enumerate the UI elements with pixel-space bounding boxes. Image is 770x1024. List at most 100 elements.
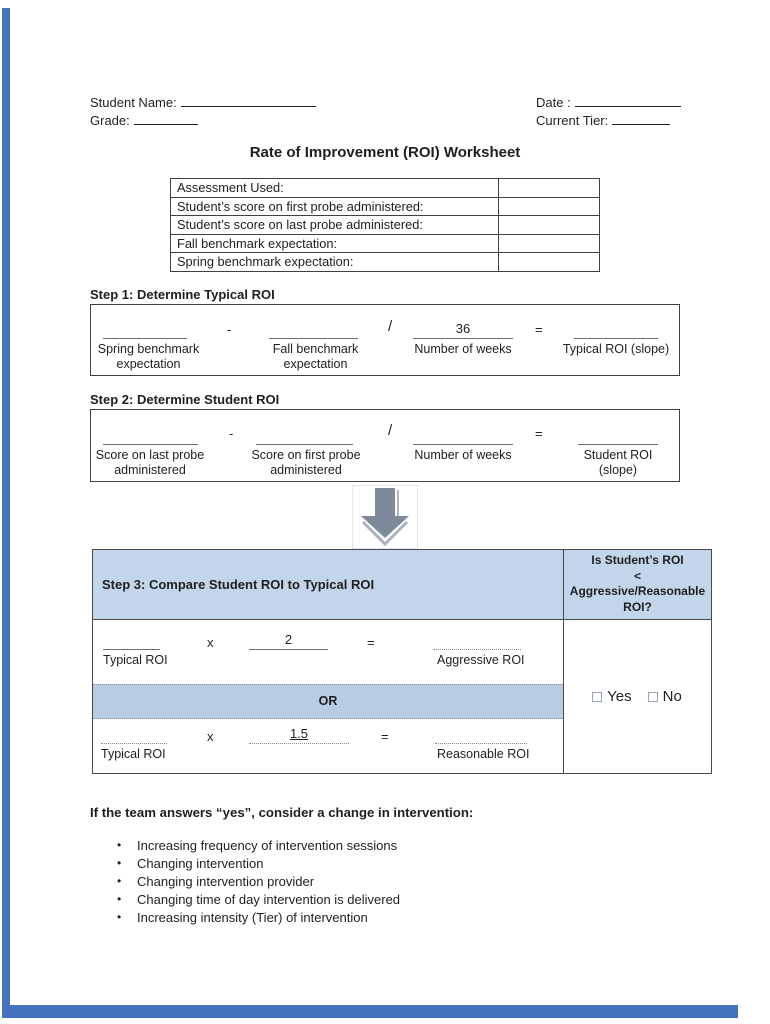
step1-weeks-label: Number of weeks	[414, 342, 512, 356]
row-label: Fall benchmark expectation:	[177, 235, 338, 251]
table-row: Assessment Used:	[171, 179, 599, 198]
aggressive-multiplier-value: 2	[284, 632, 293, 647]
step1-weeks-field[interactable]	[413, 338, 513, 339]
down-arrow-icon	[352, 485, 418, 549]
list-item-text: Changing intervention provider	[137, 873, 315, 889]
step2-result-field[interactable]	[578, 444, 658, 445]
times-operator: x	[207, 729, 214, 744]
table-row: Student’s score on last probe administer…	[171, 216, 599, 235]
bullet-icon: •	[117, 838, 122, 852]
step2-heading: Step 2: Determine Student ROI	[90, 392, 280, 407]
column-divider	[498, 253, 499, 271]
current-tier-row: Current Tier:	[536, 112, 671, 128]
step2-last-probe-field[interactable]	[103, 444, 198, 445]
equals-operator: =	[381, 729, 389, 744]
list-item: •Increasing intensity (Tier) of interven…	[117, 908, 400, 926]
row-label: Student’s score on last probe administer…	[177, 217, 423, 233]
minus-operator: -	[229, 426, 234, 441]
bullet-icon: •	[117, 892, 122, 906]
column-divider	[498, 234, 499, 253]
student-name-label: Student Name:	[90, 95, 177, 110]
no-label: No	[662, 688, 682, 705]
row-value-cell[interactable]	[499, 216, 599, 234]
current-tier-field[interactable]	[612, 112, 671, 125]
table-row: Spring benchmark expectation:	[171, 253, 599, 271]
page-edge-left-bar	[2, 8, 10, 1016]
aggressive-typical-roi-field[interactable]	[103, 649, 160, 650]
step3-question: Is Student’s ROI < Aggressive/Reasonable…	[563, 550, 711, 619]
step3-header-row: Step 3: Compare Student ROI to Typical R…	[93, 550, 711, 620]
step2-first-probe-label: Score on first probe administered	[251, 448, 361, 477]
list-item-text: Changing time of day intervention is del…	[137, 891, 401, 907]
equals-operator: =	[535, 322, 543, 337]
yes-no-cell: Yes No	[563, 620, 711, 773]
reasonable-roi-field[interactable]	[435, 743, 527, 744]
reasonable-right-label: Reasonable ROI	[437, 747, 530, 761]
step1-result-label: Typical ROI (slope)	[562, 342, 670, 356]
date-label: Date :	[536, 95, 571, 110]
row-label: Student’s score on first probe administe…	[177, 198, 424, 214]
no-option[interactable]: No	[647, 688, 682, 705]
step3-body: x 2 = Typical ROI Aggressive ROI OR x 1.…	[93, 620, 711, 773]
divide-operator: /	[388, 318, 393, 335]
date-row: Date :	[536, 94, 681, 110]
row-value-cell[interactable]	[499, 235, 599, 253]
or-divider: OR	[93, 684, 563, 719]
intervention-options-list: • Increasing frequency of intervention se…	[117, 836, 400, 926]
step2-weeks-label: Number of weeks	[414, 448, 512, 462]
step3-heading: Step 3: Compare Student ROI to Typical R…	[102, 577, 375, 592]
times-operator: x	[207, 635, 214, 650]
bullet-icon: •	[117, 874, 122, 888]
row-value-cell[interactable]	[499, 198, 599, 216]
list-item: • Changing time of day intervention is de…	[117, 890, 400, 908]
step1-fall-label: Fall benchmark expectation	[272, 342, 359, 371]
step2-first-probe-field[interactable]	[256, 444, 353, 445]
yes-label: Yes	[607, 688, 632, 705]
list-item-text: Increasing frequency of intervention ses…	[137, 837, 398, 853]
no-checkbox[interactable]	[647, 691, 658, 702]
grade-row: Grade:	[90, 112, 198, 128]
step2-result-label: Student ROI (slope)	[583, 448, 653, 477]
aggressive-roi-field[interactable]	[433, 649, 521, 650]
step1-result-field[interactable]	[574, 338, 658, 339]
row-label: Assessment Used:	[177, 180, 284, 195]
list-item-text: Changing intervention	[137, 855, 264, 871]
step2-weeks-field[interactable]	[413, 444, 513, 445]
bullet-icon: •	[117, 856, 122, 870]
footer-heading: If the team answers “yes”, consider a ch…	[90, 805, 474, 820]
page-title: Rate of Improvement (ROI) Worksheet	[249, 144, 521, 161]
row-value-cell[interactable]	[499, 179, 599, 197]
grade-field[interactable]	[133, 112, 198, 125]
student-name-field[interactable]	[180, 94, 316, 107]
step1-spring-field[interactable]	[103, 338, 187, 339]
step1-spring-label: Spring benchmark expectation	[97, 342, 200, 371]
table-row: Student’s score on first probe administe…	[171, 197, 599, 217]
divide-operator: /	[388, 422, 393, 439]
column-divider	[498, 197, 499, 216]
table-row: Fall benchmark expectation:	[171, 234, 599, 254]
column-divider	[498, 179, 499, 197]
aggressive-left-label: Typical ROI	[103, 653, 168, 667]
step3-table: Step 3: Compare Student ROI to Typical R…	[92, 549, 712, 774]
step1-box: Spring benchmark expectation - Fall benc…	[90, 304, 680, 376]
reasonable-typical-roi-field[interactable]	[101, 743, 167, 744]
step1-heading: Step 1: Determine Typical ROI	[90, 287, 275, 302]
step1-fall-field[interactable]	[269, 338, 358, 339]
yes-checkbox[interactable]	[592, 691, 603, 702]
step2-box: Score on last probe administered - Score…	[90, 409, 680, 482]
aggressive-right-label: Aggressive ROI	[437, 653, 525, 667]
date-field[interactable]	[574, 94, 681, 107]
reasonable-left-label: Typical ROI	[101, 747, 166, 761]
step1-weeks-value: 36	[455, 321, 471, 336]
grade-label: Grade:	[90, 113, 130, 128]
yes-option[interactable]: Yes	[592, 688, 632, 705]
list-item: • Increasing frequency of intervention se…	[117, 836, 400, 854]
column-divider	[563, 620, 564, 773]
assessment-table: Assessment Used: Student’s score on firs…	[170, 178, 600, 272]
equals-operator: =	[535, 426, 543, 441]
minus-operator: -	[227, 322, 232, 337]
column-divider	[498, 216, 499, 234]
row-value-cell[interactable]	[499, 253, 599, 271]
equals-operator: =	[367, 635, 375, 650]
